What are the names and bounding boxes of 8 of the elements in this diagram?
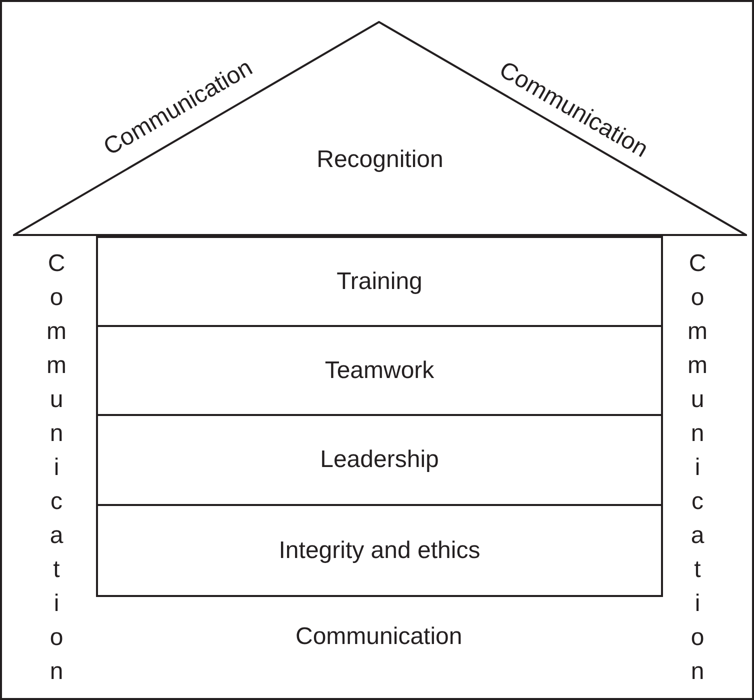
pillar-layer-box: Training [96, 236, 663, 327]
wall-label: Communication [685, 250, 709, 692]
pillar-layer-box: Leadership [96, 414, 663, 506]
roof-triangle [13, 21, 747, 237]
wall-label: Communication [44, 250, 68, 692]
foundation-label: Communication [296, 623, 462, 651]
pillar-layer-box: Integrity and ethics [96, 504, 663, 597]
pillar-layer-box: Teamwork [96, 325, 663, 416]
